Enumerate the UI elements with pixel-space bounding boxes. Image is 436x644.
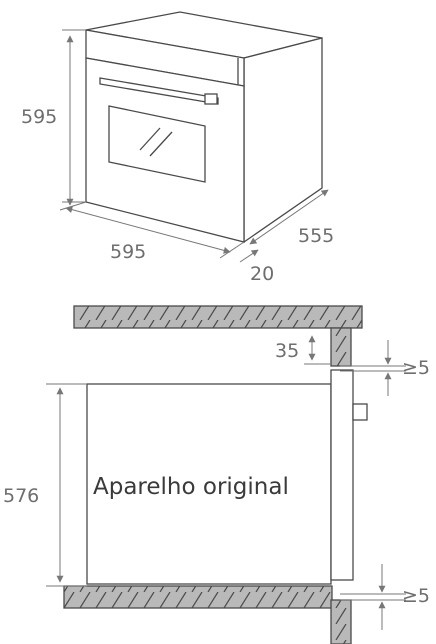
height-dimension-label: 595 — [21, 106, 57, 128]
dimension-lines-top — [59, 29, 329, 263]
appliance-box — [86, 383, 332, 585]
upper-wall — [330, 327, 352, 367]
oven-isometric — [85, 11, 323, 244]
appliance-door — [330, 369, 354, 581]
top-shelf — [73, 305, 363, 329]
clearance-bottom-label: ≥5 — [402, 585, 430, 607]
panel-dimension-label: 20 — [250, 263, 274, 285]
appliance-label: Aparelho original — [93, 474, 289, 500]
clearance-top-label: ≥5 — [402, 357, 430, 379]
width-dimension-label: 595 — [110, 241, 146, 263]
door-handle — [352, 403, 368, 421]
dimension-lines-section — [46, 335, 406, 630]
lower-wall — [330, 599, 352, 644]
section-height-label: 576 — [3, 485, 39, 507]
bottom-shelf — [63, 585, 333, 609]
depth-dimension-label: 555 — [298, 225, 334, 247]
gap-top-dimension-label: 35 — [275, 340, 299, 362]
